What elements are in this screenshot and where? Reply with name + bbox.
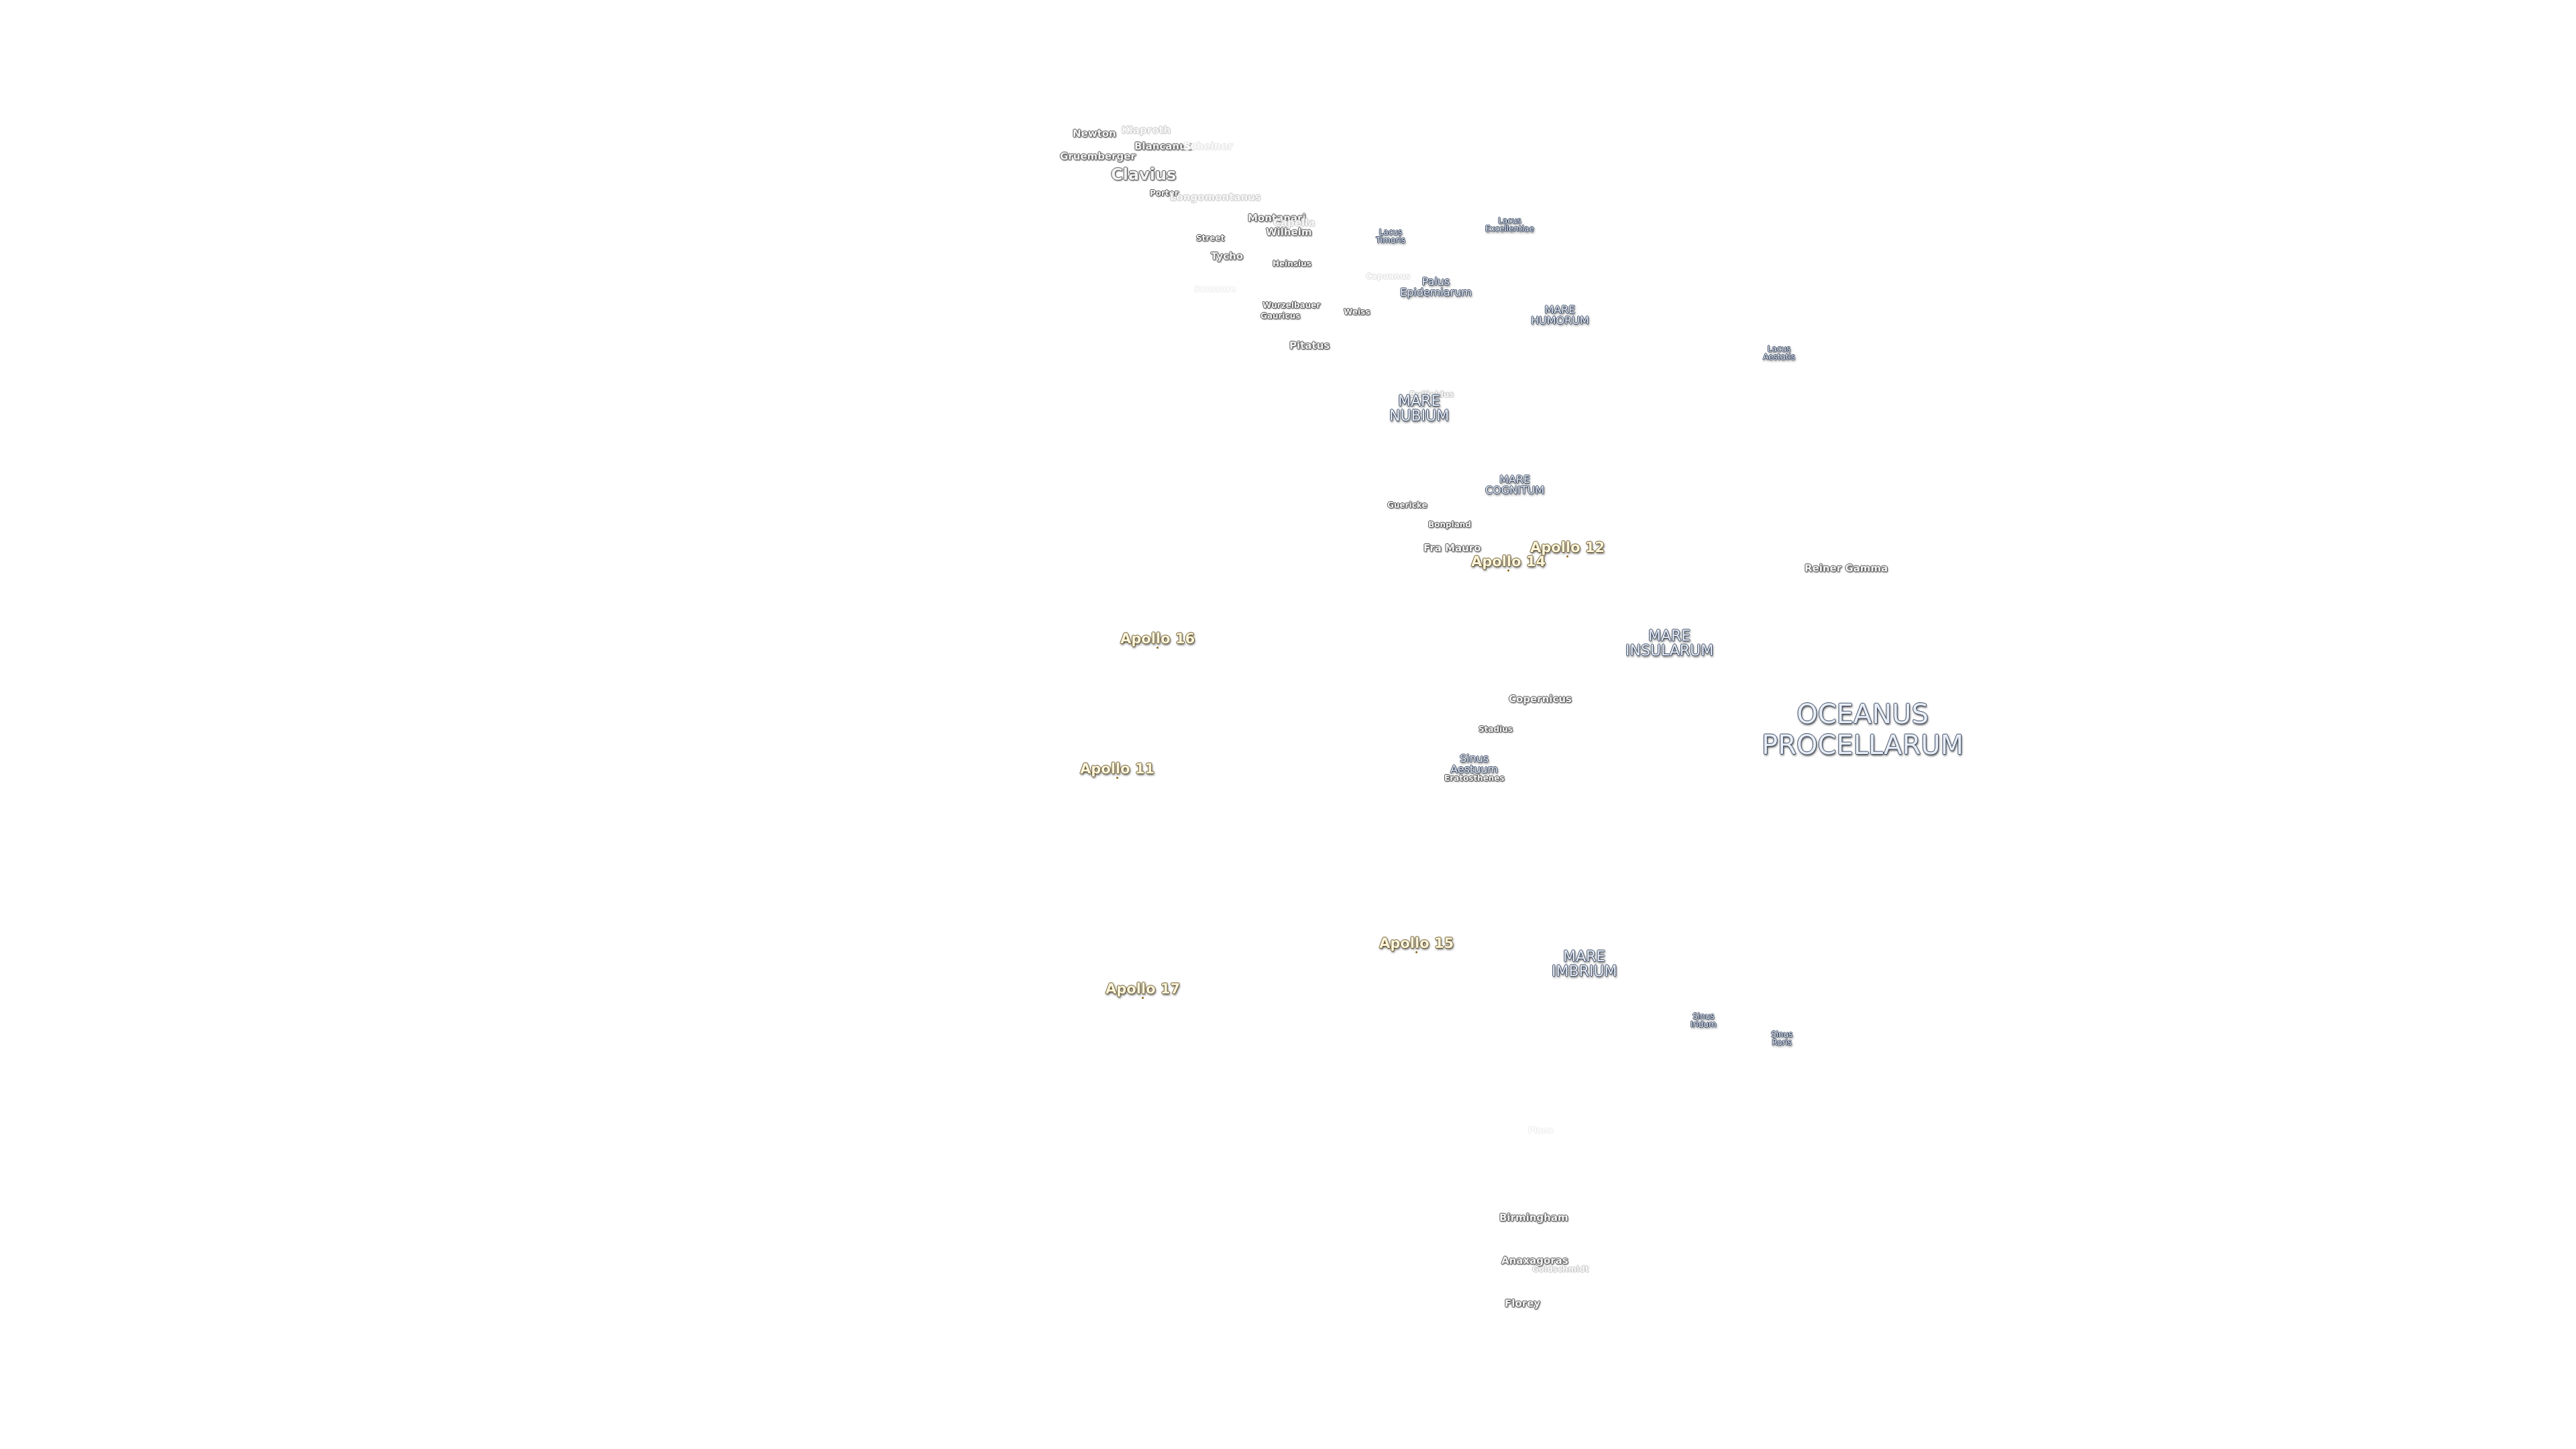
label-apollo-17[interactable]: Apollo 17 <box>1106 982 1180 999</box>
label-clavius[interactable]: Clavius <box>1111 165 1177 184</box>
label-birmingham[interactable]: Birmingham <box>1499 1212 1568 1224</box>
label-capella[interactable]: Capella <box>1273 217 1316 229</box>
label-scheiner[interactable]: Scheiner <box>1183 140 1233 152</box>
label-klaproth[interactable]: Klaproth <box>1122 124 1171 136</box>
label-wilhelm[interactable]: Wilhelm <box>1266 226 1312 238</box>
apollo-12-site-marker <box>1566 555 1569 557</box>
label-apollo-12[interactable]: Apollo 12 <box>1530 541 1605 557</box>
label-fra-mauro[interactable]: Fra Mauro <box>1424 542 1481 554</box>
label-apollo-15[interactable]: Apollo 15 <box>1379 936 1454 953</box>
label-porter[interactable]: Porter <box>1150 189 1179 198</box>
label-tycho[interactable]: Tycho <box>1211 250 1244 262</box>
label-apollo-14[interactable]: Apollo 14 <box>1471 555 1546 572</box>
apollo-16-site-marker <box>1157 647 1159 649</box>
label-apollo-11[interactable]: Apollo 11 <box>1080 762 1155 779</box>
label-pitatus[interactable]: Pitatus <box>1289 339 1330 352</box>
label-stadius[interactable]: Stadius <box>1479 724 1513 734</box>
label-street[interactable]: Street <box>1196 233 1225 243</box>
label-blancanus[interactable]: Blancanus <box>1134 140 1193 152</box>
label-weiss[interactable]: Weiss <box>1344 307 1371 317</box>
apollo-17-site-marker <box>1142 997 1144 999</box>
label-plana[interactable]: Plana <box>1528 1126 1554 1135</box>
label-saussure[interactable]: Saussure <box>1194 284 1236 294</box>
label-florey[interactable]: Florey <box>1505 1297 1541 1309</box>
label-goldschmidt[interactable]: Goldschmidt <box>1532 1265 1589 1274</box>
label-heinsius[interactable]: Heinsius <box>1273 259 1311 268</box>
label-bonpland[interactable]: Bonpland <box>1428 520 1471 529</box>
label-longomontanus[interactable]: Longomontanus <box>1170 191 1261 203</box>
label-bullialdus[interactable]: Bullialdus <box>1409 390 1454 399</box>
label-wurzelbauer[interactable]: Wurzelbauer <box>1263 301 1321 310</box>
label-newton[interactable]: Newton <box>1073 127 1116 140</box>
apollo-11-site-marker <box>1116 777 1119 779</box>
label-copernicus[interactable]: Copernicus <box>1509 693 1572 705</box>
label-montanari[interactable]: Montanari <box>1248 212 1306 224</box>
label-eratosthenes[interactable]: Eratosthenes <box>1444 773 1505 783</box>
label-gruemberger[interactable]: Gruemberger <box>1060 150 1136 162</box>
apollo-14-site-marker <box>1507 570 1510 572</box>
label-reiner-gamma[interactable]: Reiner Gamma <box>1805 562 1888 574</box>
apollo-15-site-marker <box>1415 951 1418 953</box>
label-anaxagoras[interactable]: Anaxagoras <box>1501 1254 1568 1267</box>
label-capuanus[interactable]: Capuanus <box>1366 272 1411 281</box>
label-gauricus[interactable]: Gauricus <box>1260 311 1301 321</box>
label-apollo-16[interactable]: Apollo 16 <box>1120 632 1195 649</box>
label-guericke[interactable]: Guericke <box>1387 500 1428 510</box>
